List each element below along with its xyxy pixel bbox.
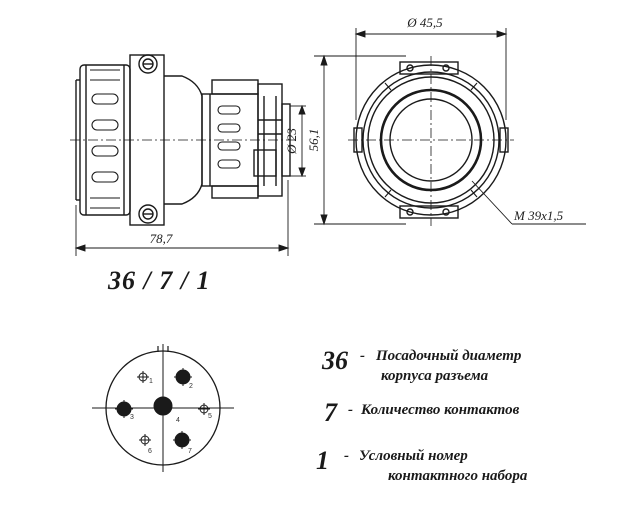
pin-4	[153, 396, 173, 416]
pin-6	[139, 434, 151, 446]
legend-text-7: Количество контактов	[361, 402, 520, 418]
length-label: 78,7	[150, 231, 173, 246]
legend-dash-1: -	[344, 448, 349, 464]
pin-2	[174, 368, 192, 386]
pin-label-5: 5	[208, 413, 212, 420]
pin-label-4: 4	[176, 417, 180, 424]
outer-diameter-dimension	[354, 28, 508, 120]
thread-label: M 39x1,5	[513, 208, 564, 223]
pin-label-1: 1	[149, 378, 153, 385]
pin-label-6: 6	[148, 448, 152, 455]
legend-dash-7: -	[348, 402, 353, 418]
pin-1	[137, 371, 149, 383]
legend-num-1: 1	[316, 446, 329, 475]
connector-side-view	[70, 54, 296, 226]
pin-label-7: 7	[188, 448, 192, 455]
legend-num-36: 36	[322, 346, 348, 375]
height-dimension	[314, 54, 406, 226]
inner-diameter-label: Ø 23	[284, 128, 299, 155]
legend-text-1-line2: контактного набора	[388, 468, 528, 484]
pin-5	[198, 403, 210, 415]
connector-front-view	[348, 56, 514, 226]
inner-diameter-dimension	[290, 104, 306, 178]
legend-text-1-line1: Условный номер	[359, 448, 468, 464]
length-dimension	[74, 180, 290, 256]
pin-3	[115, 400, 133, 418]
legend-num-7: 7	[324, 398, 337, 427]
legend-dash-36: -	[360, 348, 365, 364]
outer-diameter-label: Ø 45,5	[406, 15, 443, 30]
thread-leader	[471, 180, 586, 225]
connector-code: 36 / 7 / 1	[108, 266, 211, 295]
legend-text-36-line2: корпуса разъема	[381, 368, 489, 384]
pin-7	[173, 431, 191, 449]
height-label: 56,1	[306, 129, 321, 152]
legend-text-36-line1: Посадочный диаметр	[376, 348, 522, 364]
pin-label-2: 2	[189, 383, 193, 390]
pin-label-3: 3	[130, 414, 134, 421]
